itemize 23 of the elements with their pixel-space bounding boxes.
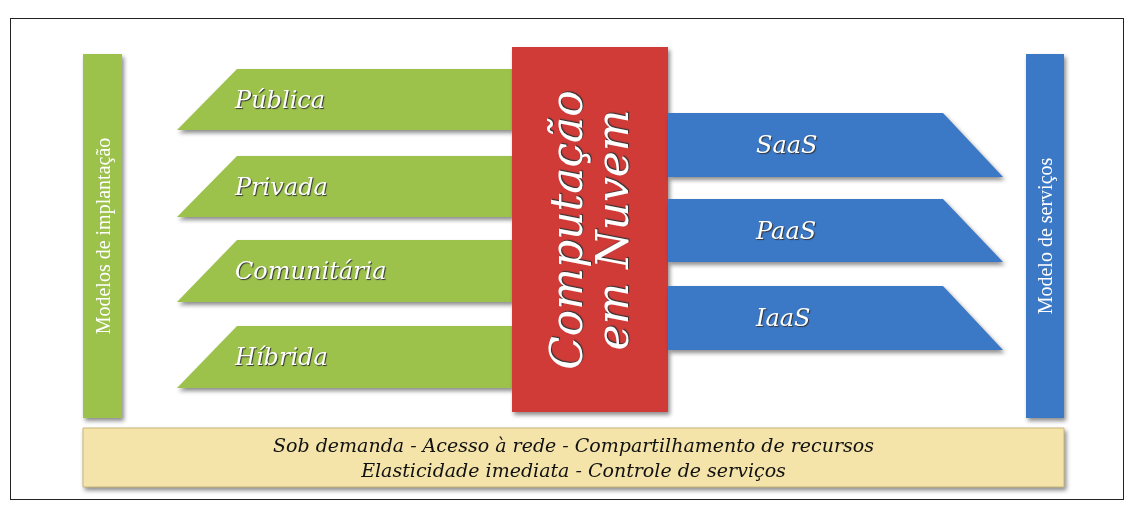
center-title: Computação em Nuvem (543, 88, 637, 372)
category-tab (177, 326, 512, 388)
category-tab (668, 199, 1003, 262)
characteristic-text: Elasticidade imediata - Controle de serviços (361, 457, 786, 483)
category-tab (177, 156, 512, 217)
category-label: Pública (235, 85, 326, 114)
category-label: Privada (235, 172, 328, 201)
category-label: Comunitária (235, 257, 387, 285)
category-label: SaaS (756, 131, 818, 159)
category-tab (668, 286, 1003, 350)
characteristics-band (83, 428, 1064, 487)
category-tab (177, 240, 512, 302)
side-bar (83, 54, 122, 418)
category-tab (668, 113, 1003, 177)
bar-label: Modelo de serviços (1033, 157, 1057, 315)
category-label: IaaS (756, 304, 811, 332)
category-tab (177, 69, 512, 130)
category-label: PaaS (756, 216, 817, 245)
side-bar (1026, 54, 1064, 418)
bar-label: Modelos de implantação (91, 137, 114, 335)
center-box (512, 47, 668, 412)
characteristic-text: Sob demanda - Acesso à rede - Compartilhamento de recursos (273, 432, 874, 458)
category-label: Híbrida (235, 343, 328, 371)
